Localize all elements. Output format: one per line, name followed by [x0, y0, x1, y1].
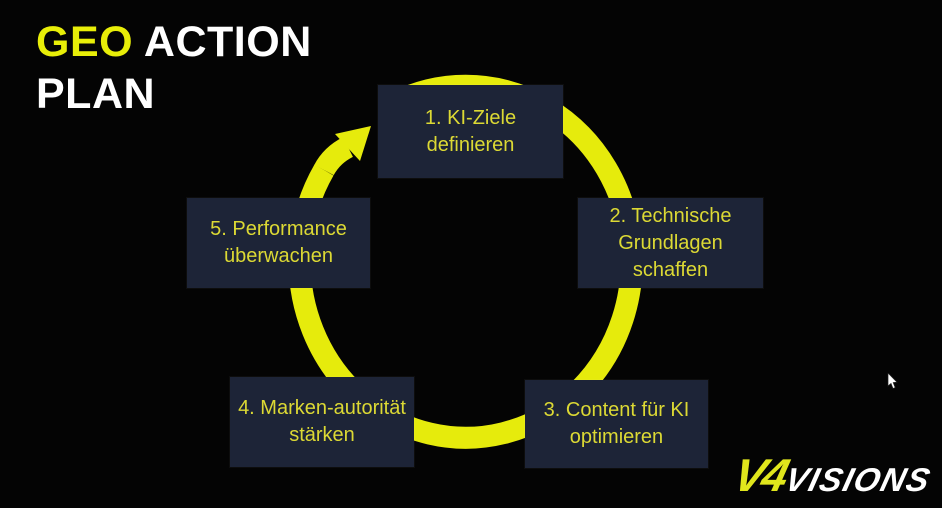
- title-line-1: GEO ACTION: [36, 16, 312, 68]
- brand-logo: V4 VISIONS: [729, 449, 938, 501]
- page-title: GEO ACTION PLAN: [36, 16, 312, 121]
- title-geo: GEO: [36, 18, 134, 66]
- cycle-step-2-label: 2. Technische Grundlagen schaffen: [609, 204, 732, 281]
- cycle-arrowhead-icon: [335, 126, 371, 161]
- brand-logo-visions: VISIONS: [781, 461, 936, 498]
- cycle-arrow-body: [314, 137, 354, 176]
- cycle-step-5: 5. Performance überwachen: [187, 198, 370, 288]
- cycle-step-2: 2. Technische Grundlagen schaffen: [578, 198, 763, 288]
- mouse-cursor-icon: [887, 373, 898, 389]
- cycle-step-1-label: 1. KI-Ziele definieren: [424, 106, 517, 156]
- cycle-step-4: 4. Marken-autorität stärken: [230, 377, 414, 467]
- cycle-step-5-label: 5. Performance überwachen: [210, 218, 347, 267]
- cycle-step-3-label: 3. Content für KI optimieren: [543, 399, 690, 448]
- title-line-2: PLAN: [36, 70, 156, 119]
- cycle-step-1: 1. KI-Ziele definieren: [378, 85, 563, 178]
- title-action: ACTION: [133, 18, 312, 66]
- cycle-step-4-label: 4. Marken-autorität stärken: [238, 397, 406, 446]
- cycle-step-3: 3. Content für KI optimieren: [525, 380, 708, 468]
